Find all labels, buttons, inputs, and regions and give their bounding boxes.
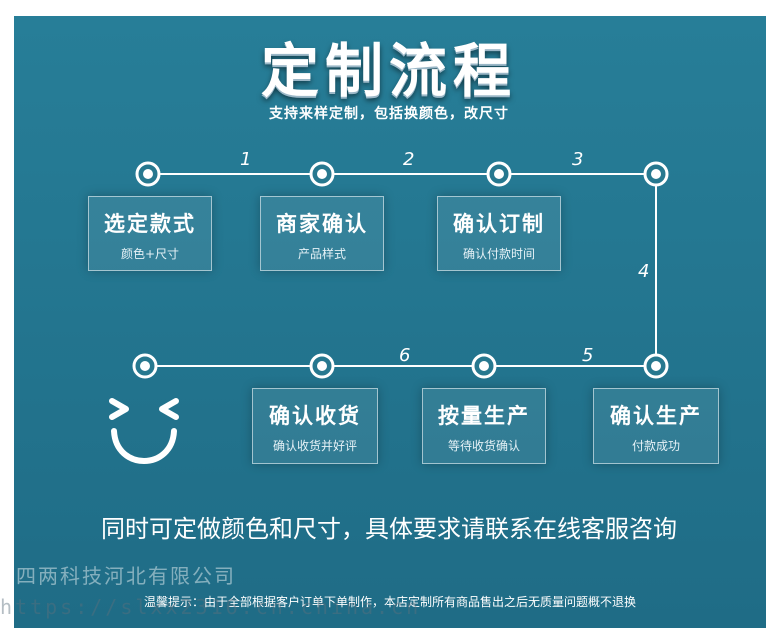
step-card-select-style: 选定款式 颜色+尺寸 [88, 196, 212, 271]
card-subtitle: 确认付款时间 [462, 247, 535, 261]
url-watermark: https://slxx2316.cn.china.cn [0, 595, 422, 619]
notice-text: 温馨提示：由于全部根据客户订单下单制作，本店定制所有商品售出之后无质量问题概不退… [143, 595, 636, 609]
node-dot-center [651, 169, 661, 179]
card-subtitle: 付款成功 [631, 439, 680, 453]
node-dot-center [317, 169, 327, 179]
card-title: 确认订制 [453, 212, 545, 236]
card-subtitle: 产品样式 [297, 247, 346, 261]
company-watermark: 四两科技河北有限公司 [16, 564, 236, 588]
step-number-2: 2 [403, 149, 415, 170]
step-card-merchant-confirm: 商家确认 产品样式 [260, 196, 384, 271]
step-card-mass-production: 按量生产 等待收货确认 [422, 388, 546, 464]
node-dot-center [143, 169, 153, 179]
step-number-1: 1 [240, 149, 252, 170]
card-title: 按量生产 [438, 404, 530, 428]
smile-icon [109, 398, 179, 464]
card-title: 确认生产 [610, 404, 702, 428]
custom-slogan: 同时可定做颜色和尺寸，具体要求请联系在线客服咨询 [101, 515, 677, 543]
page-subtitle: 支持来样定制，包括换颜色，改尺寸 [269, 106, 509, 122]
step-number-3: 3 [572, 149, 584, 170]
step-card-confirm-production: 确认生产 付款成功 [593, 388, 719, 464]
card-title: 商家确认 [276, 212, 368, 236]
node-dot-center [140, 361, 150, 371]
page-title: 定制流程 [260, 37, 517, 105]
node-dot-center [317, 361, 327, 371]
step-card-confirm-order: 确认订制 确认付款时间 [437, 196, 561, 271]
node-dot-center [651, 361, 661, 371]
step-number-5: 5 [582, 345, 594, 366]
card-subtitle: 颜色+尺寸 [120, 247, 180, 261]
card-title: 选定款式 [104, 212, 196, 236]
background-panel [14, 16, 766, 628]
node-dot-center [494, 169, 504, 179]
card-subtitle: 确认收货并好评 [272, 439, 357, 453]
step-number-6: 6 [399, 345, 411, 366]
card-subtitle: 等待收货确认 [447, 439, 520, 453]
step-card-confirm-receipt: 确认收货 确认收货并好评 [252, 388, 378, 464]
card-title: 确认收货 [269, 404, 361, 428]
step-number-4: 4 [638, 261, 650, 282]
node-dot-center [479, 361, 489, 371]
